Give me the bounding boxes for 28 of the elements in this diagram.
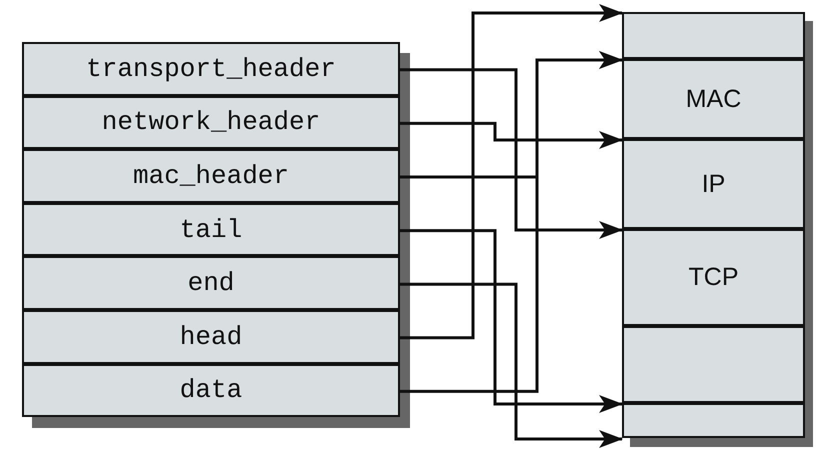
arrow: [400, 282, 623, 448]
field-name: head: [180, 324, 242, 350]
arrow: [400, 229, 623, 413]
buffer-segment: [622, 326, 805, 403]
struct-field: [22, 310, 400, 364]
buffer-segment: [622, 229, 805, 326]
struct-field: [22, 42, 400, 96]
struct-field: [22, 149, 400, 203]
field-name: network_header: [102, 109, 320, 136]
struct-field: [22, 364, 400, 418]
arrow: [400, 4, 623, 340]
buffer-segment: [622, 139, 805, 229]
field-name: tail: [180, 216, 242, 243]
field-name: data: [180, 377, 242, 404]
struct-field: [22, 256, 400, 310]
field-name: mac_header: [132, 162, 290, 189]
layer-label: TCP: [688, 265, 738, 290]
layer-label: IP: [702, 172, 726, 196]
field-name: transport_header: [86, 56, 336, 82]
buffer-segment: [622, 403, 805, 438]
struct-field: [22, 96, 400, 150]
buffer-segment: [622, 12, 805, 59]
buffer-segment: [622, 59, 805, 139]
arrow: [400, 122, 623, 149]
struct-field: [22, 202, 400, 256]
field-name: end: [188, 270, 234, 296]
layer-label: MAC: [686, 86, 742, 112]
arrow: [400, 68, 623, 239]
